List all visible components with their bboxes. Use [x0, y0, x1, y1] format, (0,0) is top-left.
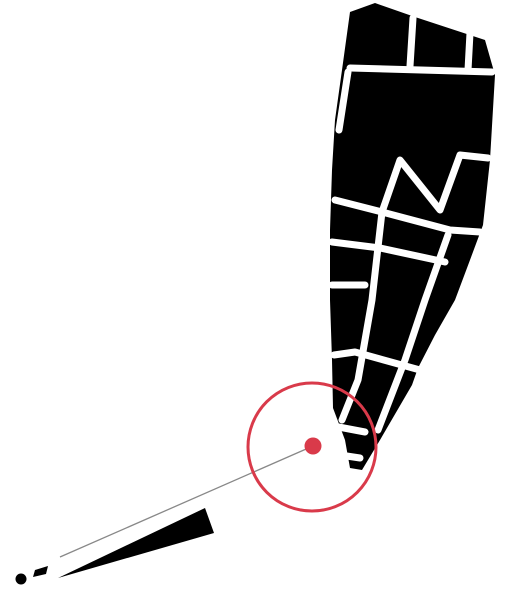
endpoint-dot: [16, 574, 27, 585]
seam-bottom-2: [340, 455, 360, 458]
lower-fragments: [16, 508, 215, 585]
seam-top-vertical-1: [410, 18, 413, 66]
drag-handle-dot[interactable]: [305, 438, 322, 455]
forearm-wedge: [58, 508, 214, 578]
small-dash-fragment: [33, 566, 48, 577]
seam-top-vertical-2: [468, 33, 470, 70]
